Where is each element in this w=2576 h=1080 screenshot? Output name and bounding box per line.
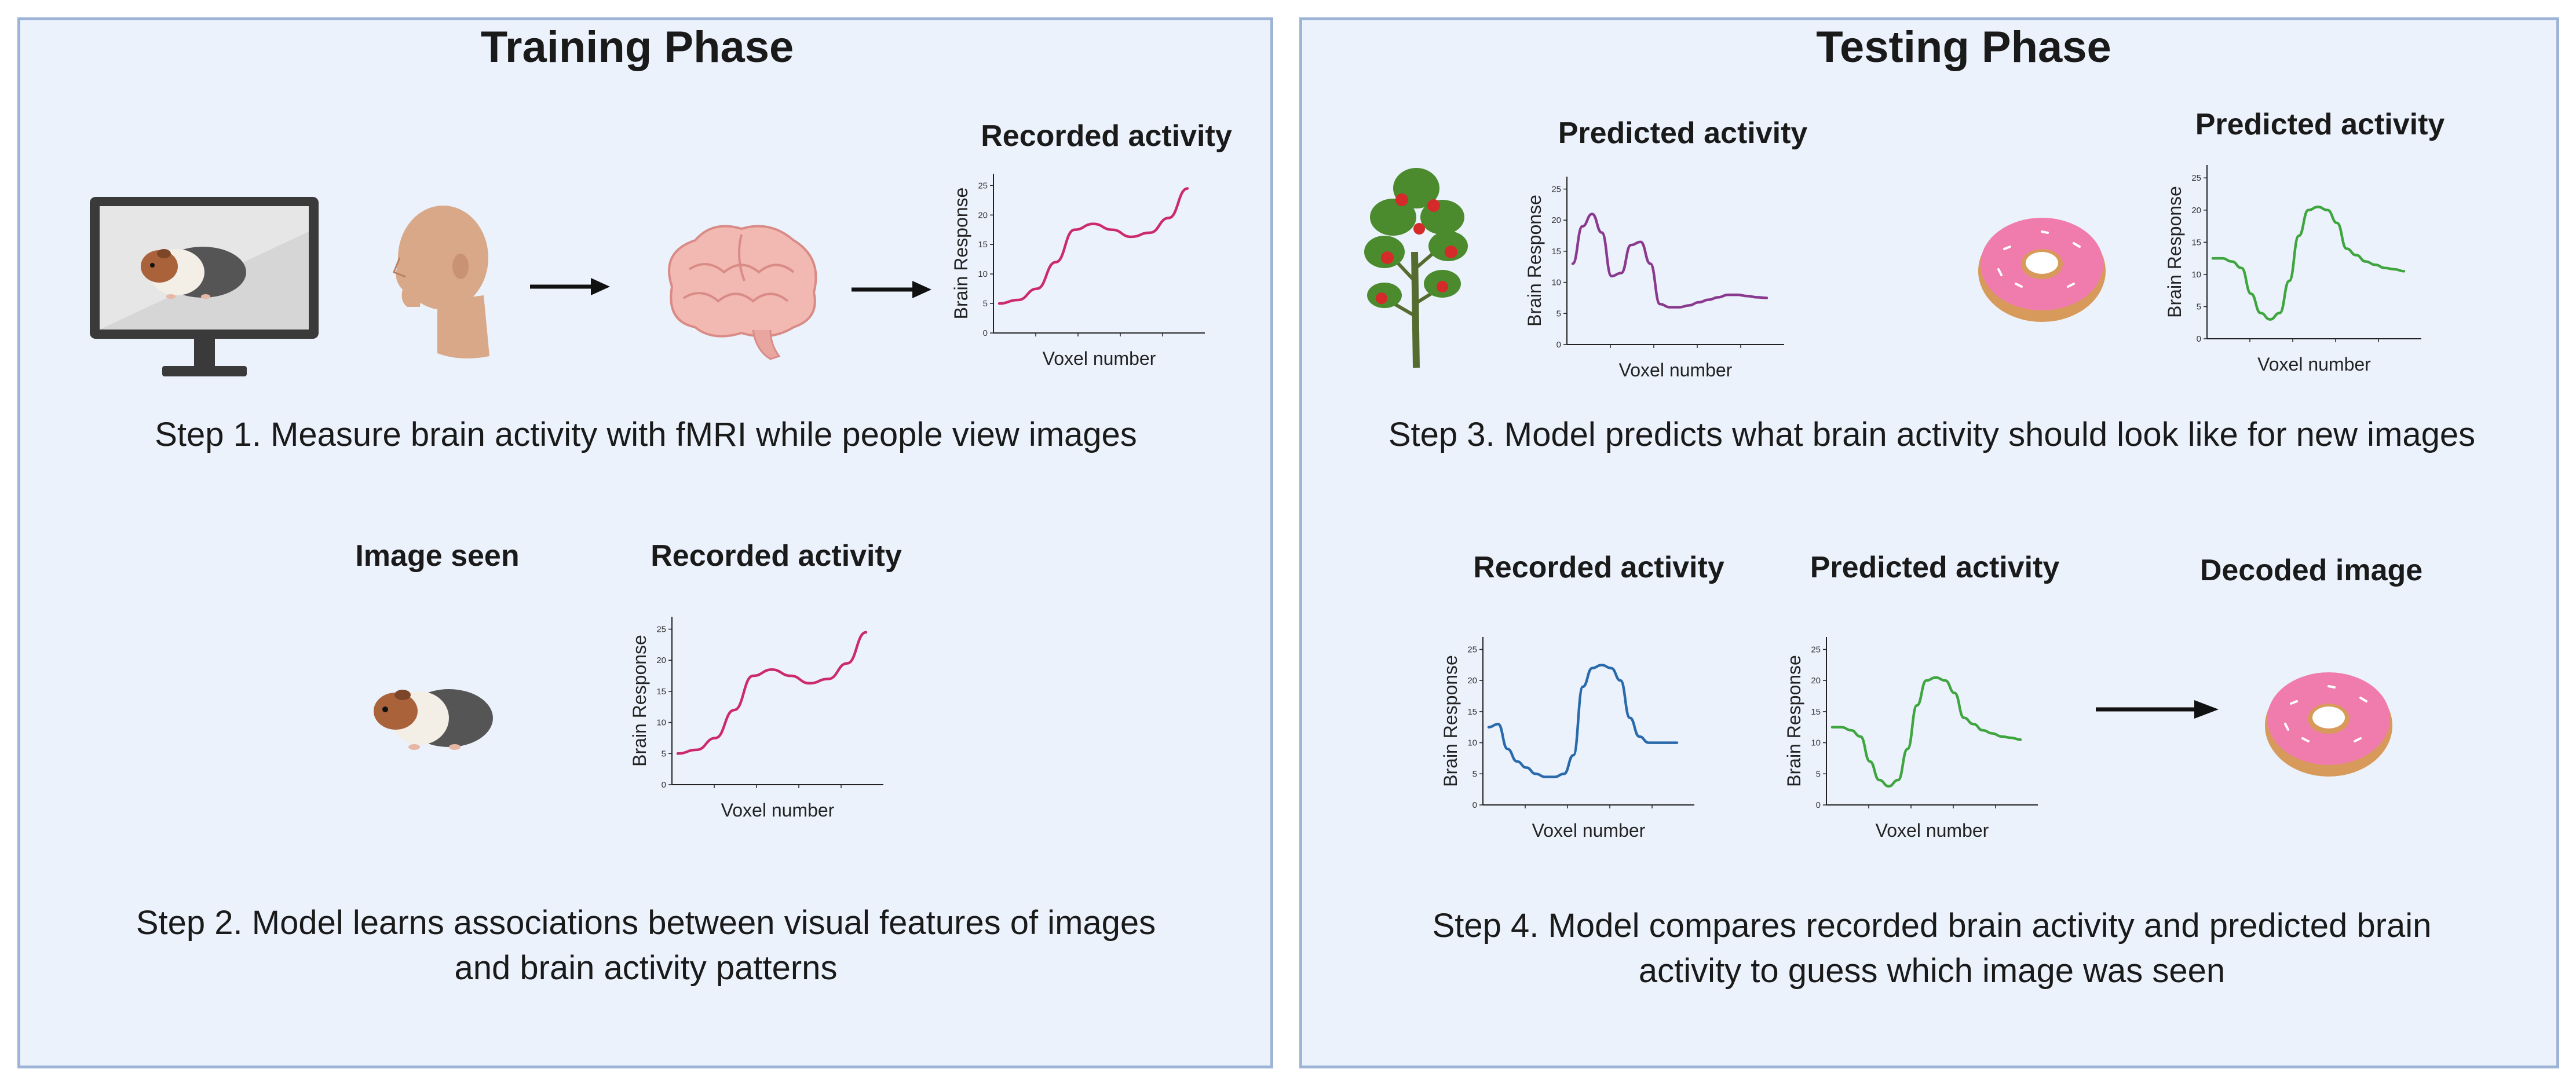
y-tick-label: 15 — [1811, 707, 1821, 717]
donut-icon — [1978, 218, 2106, 322]
step4-caption-line2: activity to guess which image was seen — [1638, 952, 2226, 990]
series-line — [1830, 676, 2022, 788]
y-axis-label: Brain Response — [629, 635, 650, 767]
step1-caption: Step 1. Measure brain activity with fMRI… — [155, 416, 1137, 453]
y-tick-label: 20 — [2191, 206, 2201, 215]
x-axis-label: Voxel number — [1876, 820, 1989, 841]
y-tick-label: 20 — [978, 210, 988, 220]
y-tick-label: 25 — [1467, 645, 1477, 654]
computer-monitor-icon — [90, 197, 319, 376]
step4-caption-line1: Step 4. Model compares recorded brain ac… — [1432, 907, 2432, 944]
y-axis-label: Brain Response — [951, 188, 971, 320]
y-tick-label: 25 — [2191, 173, 2201, 183]
x-axis-label: Voxel number — [2257, 354, 2371, 375]
x-axis-label: Voxel number — [1043, 348, 1156, 369]
y-tick-label: 15 — [978, 240, 988, 250]
brain-icon — [668, 225, 817, 360]
y-tick-label: 25 — [978, 181, 988, 191]
y-tick-label: 10 — [1811, 738, 1821, 748]
step3-caption: Step 3. Model predicts what brain activi… — [1388, 416, 2476, 453]
chart-title: Recorded activity — [981, 119, 1232, 153]
y-tick-label: 20 — [656, 656, 666, 665]
x-axis-label: Voxel number — [1619, 360, 1733, 380]
y-tick-label: 5 — [662, 749, 666, 759]
chart-title: Predicted activity — [1558, 116, 1808, 150]
y-axis-label: Brain Response — [1440, 655, 1461, 787]
series-line — [2211, 205, 2406, 321]
y-tick-label: 20 — [1467, 676, 1477, 686]
x-axis-label: Voxel number — [721, 800, 835, 821]
y-tick-label: 15 — [656, 687, 666, 697]
chart-title: Predicted activity — [2195, 108, 2445, 141]
y-tick-label: 5 — [1556, 309, 1561, 318]
series-line — [1571, 213, 1769, 309]
y-tick-label: 10 — [1467, 738, 1477, 748]
y-tick-label: 0 — [2197, 334, 2201, 344]
step2-caption: Step 2. Model learns associations betwee… — [75, 900, 1216, 991]
y-tick-label: 0 — [1472, 800, 1477, 810]
y-tick-label: 5 — [1472, 769, 1477, 779]
human-head-icon — [393, 206, 489, 358]
y-tick-label: 15 — [2191, 237, 2201, 247]
y-tick-label: 10 — [2191, 270, 2201, 280]
testing-phase-title: Testing Phase — [1816, 23, 2111, 72]
y-tick-label: 0 — [983, 328, 988, 338]
y-tick-label: 25 — [1811, 645, 1821, 654]
y-tick-label: 5 — [1816, 769, 1821, 779]
decoded-image-label: Decoded image — [2199, 554, 2423, 587]
tomato-plant-icon — [1364, 168, 1468, 368]
step2-caption-line2: and brain activity patterns — [454, 949, 838, 987]
y-tick-label: 10 — [656, 718, 666, 728]
series-line — [676, 631, 868, 755]
x-axis-label: Voxel number — [1532, 820, 1646, 841]
y-axis-label: Brain Response — [1784, 655, 1804, 787]
training-phase-title: Training Phase — [480, 23, 794, 72]
arrow-right-icon — [852, 281, 931, 298]
arrow-right-icon — [530, 278, 610, 295]
y-tick-label: 10 — [978, 269, 988, 279]
series-line — [997, 187, 1189, 305]
arrow-right-icon — [2096, 700, 2219, 719]
chart-title: Predicted activity — [1810, 551, 2060, 584]
y-tick-label: 20 — [1551, 215, 1561, 225]
y-tick-label: 20 — [1811, 676, 1821, 686]
chart-title: Recorded activity — [651, 539, 902, 573]
testing-phase-panel — [1299, 17, 2559, 1068]
guinea-pig-icon — [374, 689, 493, 750]
step2-caption-line1: Step 2. Model learns associations betwee… — [136, 904, 1156, 942]
y-tick-label: 15 — [1551, 247, 1561, 257]
series-line — [1487, 664, 1679, 778]
image-seen-label: Image seen — [355, 539, 520, 573]
chart-title: Recorded activity — [1473, 551, 1724, 584]
y-tick-label: 25 — [1551, 184, 1561, 194]
y-tick-label: 0 — [1556, 340, 1561, 350]
guinea-pig-icon — [141, 247, 246, 299]
y-tick-label: 25 — [656, 624, 666, 634]
y-tick-label: 0 — [1816, 800, 1821, 810]
training-phase-panel — [17, 17, 1273, 1068]
y-tick-label: 0 — [662, 780, 666, 790]
y-tick-label: 10 — [1551, 278, 1561, 288]
step4-caption: Step 4. Model compares recorded brain ac… — [1327, 903, 2537, 994]
y-axis-label: Brain Response — [1524, 195, 1545, 327]
y-tick-label: 5 — [983, 299, 988, 309]
donut-icon — [2265, 672, 2392, 777]
y-tick-label: 5 — [2197, 302, 2201, 312]
y-axis-label: Brain Response — [2164, 186, 2185, 318]
y-tick-label: 15 — [1467, 707, 1477, 717]
